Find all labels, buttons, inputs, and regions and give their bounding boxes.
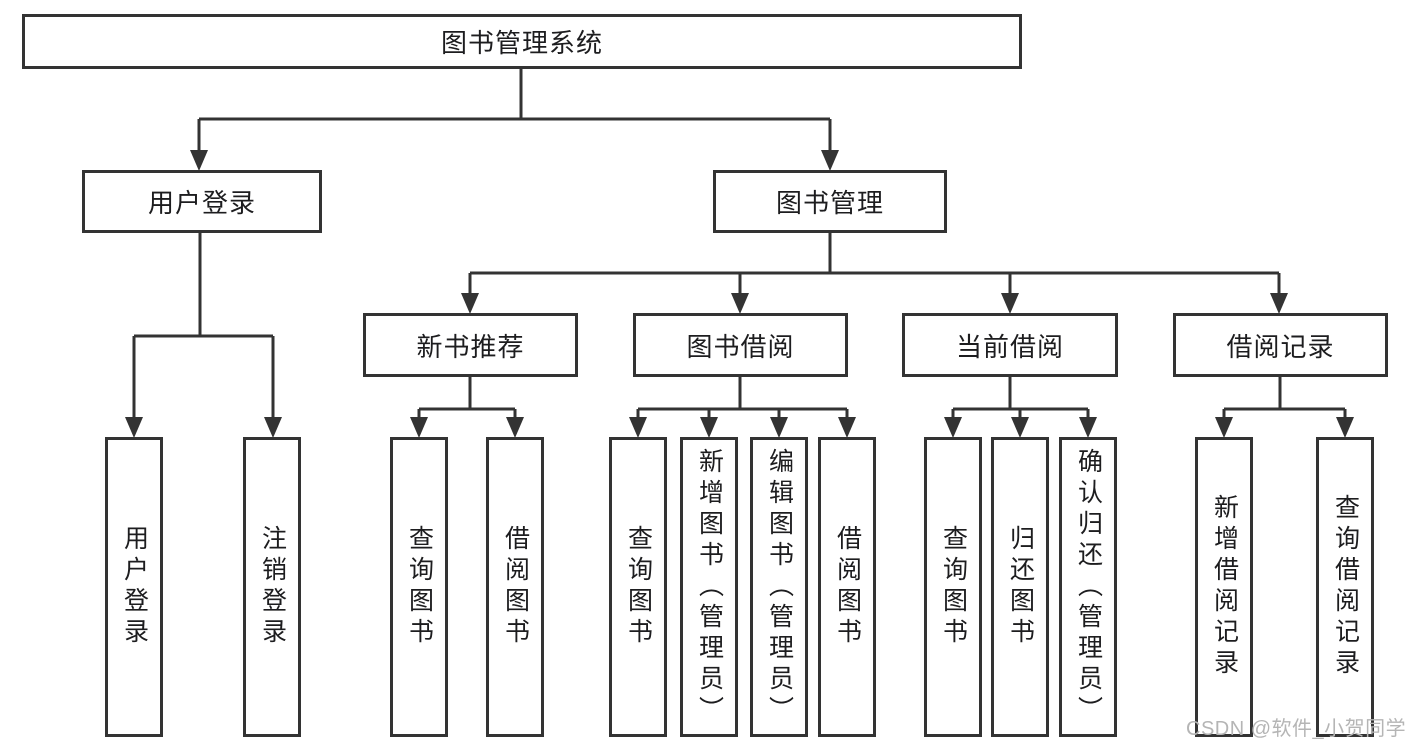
edge-root-to-level1: [190, 69, 839, 171]
node-leaf-user-login: 用户登录: [105, 437, 163, 737]
node-leaf-add-borrow-record: 新增借阅记录: [1195, 437, 1253, 737]
node-leaf-logout: 注销登录: [243, 437, 301, 737]
edge-book-management-children: [461, 233, 1288, 314]
node-user-login: 用户登录: [82, 170, 322, 233]
node-leaf-edit-book-admin: 编辑图书（管理员）: [750, 437, 808, 737]
node-leaf-return-book: 归还图书: [991, 437, 1049, 737]
watermark: CSDN @软件_小贺同学: [1186, 718, 1405, 740]
node-leaf-query-borrow-record-label: 查询借阅记录: [1331, 494, 1360, 680]
node-library-system: 图书管理系统: [22, 14, 1022, 69]
node-leaf-add-book-admin: 新增图书（管理员）: [680, 437, 738, 737]
node-book-borrow-label: 图书借阅: [686, 331, 795, 362]
node-leaf-query-books-2-label: 查询图书: [624, 525, 653, 649]
node-user-login-label: 用户登录: [147, 188, 256, 218]
node-leaf-confirm-return-admin-label: 确认归还（管理员）: [1074, 447, 1103, 727]
node-leaf-query-books-1: 查询图书: [390, 437, 448, 737]
node-leaf-query-books-2: 查询图书: [609, 437, 667, 737]
node-leaf-return-book-label: 归还图书: [1006, 525, 1035, 649]
node-book-management: 图书管理: [713, 170, 947, 233]
node-leaf-query-borrow-record: 查询借阅记录: [1316, 437, 1374, 737]
node-leaf-logout-label: 注销登录: [258, 525, 287, 649]
node-leaf-edit-book-admin-label: 编辑图书（管理员）: [765, 447, 794, 727]
node-leaf-borrow-books-2-label: 借阅图书: [833, 525, 862, 649]
node-leaf-borrow-books-2: 借阅图书: [818, 437, 876, 737]
node-new-book-recommend: 新书推荐: [363, 313, 578, 377]
edge-user-login-children: [125, 233, 282, 438]
node-book-management-label: 图书管理: [775, 188, 884, 218]
edge-borrow-records-children: [1215, 377, 1354, 438]
edge-book-borrow-children: [629, 377, 856, 438]
node-leaf-query-books-3: 查询图书: [924, 437, 982, 737]
node-leaf-borrow-books-1: 借阅图书: [486, 437, 544, 737]
node-leaf-borrow-books-1-label: 借阅图书: [501, 525, 530, 649]
node-leaf-user-login-label: 用户登录: [120, 525, 149, 649]
node-leaf-add-book-admin-label: 新增图书（管理员）: [695, 447, 724, 727]
node-current-borrow-label: 当前借阅: [955, 331, 1064, 362]
node-library-system-label: 图书管理系统: [440, 28, 603, 58]
node-new-book-recommend-label: 新书推荐: [416, 331, 525, 362]
node-borrow-records-label: 借阅记录: [1226, 331, 1335, 362]
node-leaf-confirm-return-admin: 确认归还（管理员）: [1059, 437, 1117, 737]
node-current-borrow: 当前借阅: [902, 313, 1118, 377]
node-leaf-query-books-1-label: 查询图书: [405, 525, 434, 649]
edge-current-borrow-children: [944, 377, 1097, 438]
node-leaf-query-books-3-label: 查询图书: [939, 525, 968, 649]
node-borrow-records: 借阅记录: [1173, 313, 1388, 377]
edge-new-book-recommend-children: [410, 377, 524, 438]
node-book-borrow: 图书借阅: [633, 313, 848, 377]
node-leaf-add-borrow-record-label: 新增借阅记录: [1210, 494, 1239, 680]
